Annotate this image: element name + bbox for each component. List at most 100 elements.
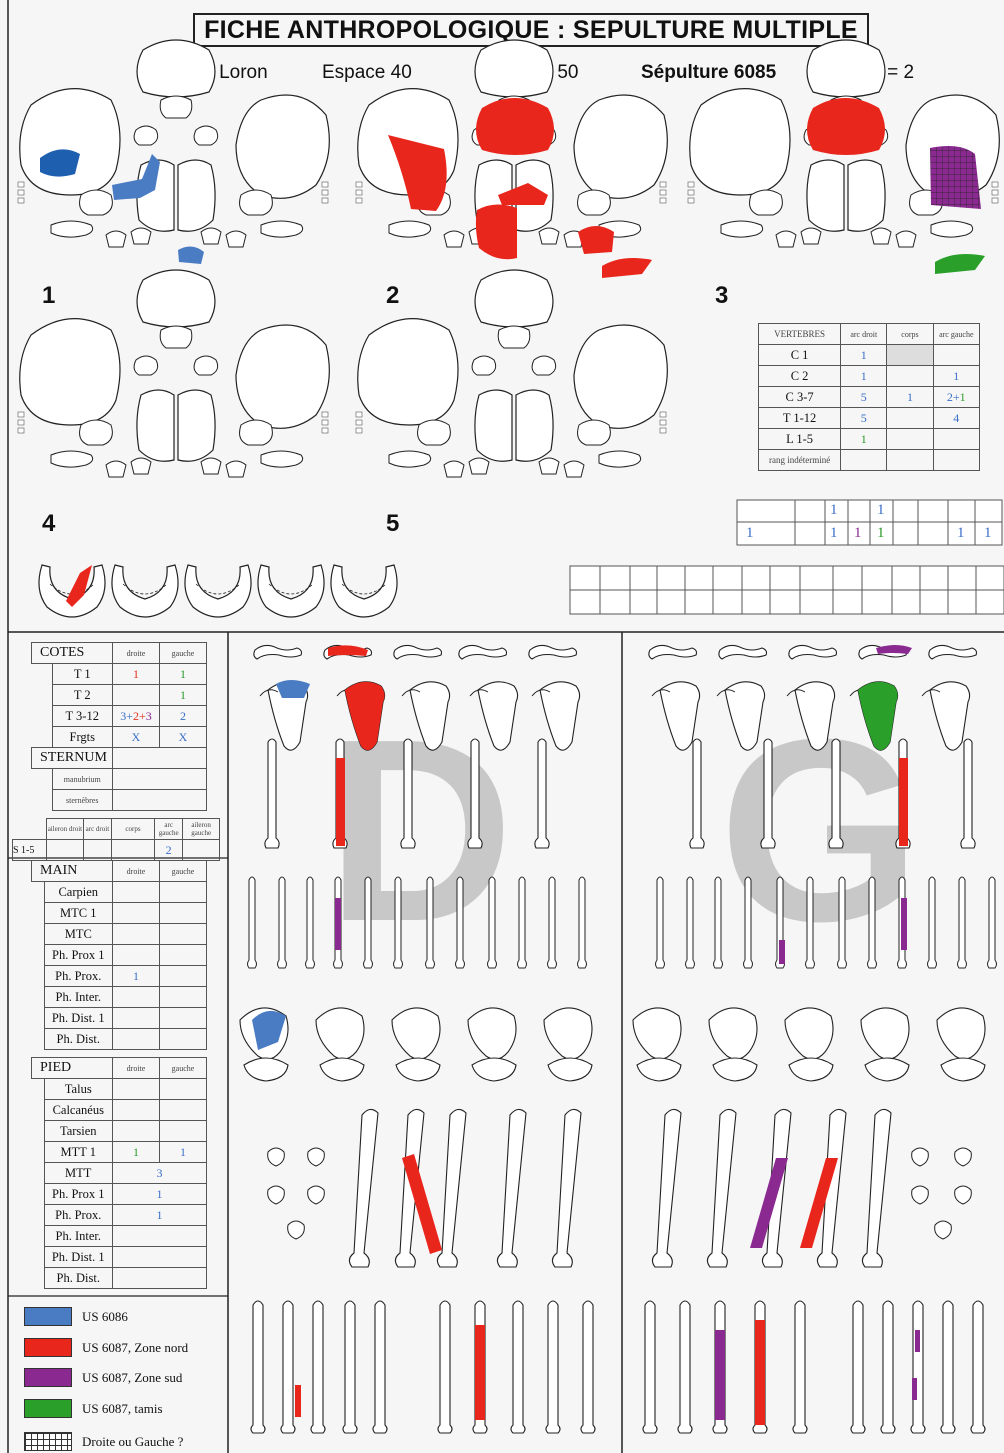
row-label: C 1 xyxy=(759,345,841,366)
legend-label: US 6087, tamis xyxy=(82,1401,163,1417)
cell: X xyxy=(160,727,207,748)
spacer xyxy=(32,706,53,727)
cell xyxy=(933,345,979,366)
cell: X xyxy=(113,727,160,748)
humerus-red-right xyxy=(336,758,345,846)
skull-number-5: 5 xyxy=(386,510,399,538)
cell: 1 xyxy=(160,685,207,706)
cell: 1 xyxy=(841,345,887,366)
row-label: Ph. Prox 1 xyxy=(44,1184,113,1205)
cell xyxy=(113,1247,207,1268)
cell xyxy=(112,840,155,861)
sacrum-bottom-2: 1 xyxy=(830,525,838,542)
clavicles-right xyxy=(254,645,577,659)
mandible-5 xyxy=(331,565,397,617)
cell xyxy=(113,945,160,966)
droite-header: droite xyxy=(113,861,160,882)
skull3-green-mand xyxy=(935,254,985,274)
row-label: Tarsien xyxy=(44,1121,113,1142)
cell-part: 2+ xyxy=(947,390,960,404)
cell: 1 xyxy=(113,1205,207,1226)
legend-swatch-purple xyxy=(24,1368,72,1387)
cell xyxy=(887,429,933,450)
arc-gauche-header: arc gauche xyxy=(933,324,979,345)
sacrum-bottom-1: 1 xyxy=(746,525,754,542)
legend-swatch-red xyxy=(24,1338,72,1357)
cell: 1 xyxy=(160,664,207,685)
cell xyxy=(887,408,933,429)
cell-part: 3 xyxy=(146,709,152,723)
spacer xyxy=(32,1268,45,1289)
spacer xyxy=(32,924,45,945)
cell: 3+2+3 xyxy=(113,706,160,727)
cotes-header: COTES xyxy=(32,643,113,664)
hips-left xyxy=(633,1008,985,1081)
gauche-header: gauche xyxy=(160,1058,207,1079)
cell xyxy=(160,882,207,903)
cell xyxy=(160,945,207,966)
spacer xyxy=(32,966,45,987)
row-label: MTT 1 xyxy=(44,1142,113,1163)
spacer xyxy=(32,987,45,1008)
skull2-red-top xyxy=(476,98,554,155)
legend-item-droite-ou-gauche: Droite ou Gauche ? xyxy=(24,1432,183,1451)
row-label: Ph. Inter. xyxy=(44,1226,113,1247)
row-label: Talus xyxy=(44,1079,113,1100)
cell xyxy=(113,903,160,924)
spacer xyxy=(32,1142,45,1163)
sacrum-bottom-4: 1 xyxy=(877,525,885,542)
cell xyxy=(113,882,160,903)
tibias-right xyxy=(251,1301,595,1433)
cell xyxy=(933,450,979,471)
patellae-right xyxy=(268,1148,325,1239)
spacer xyxy=(32,903,45,924)
sternum-header: STERNUM xyxy=(32,748,113,769)
sub-header: arc droit xyxy=(83,819,111,840)
cell xyxy=(113,1029,160,1050)
sacrum-bottom-3: 1 xyxy=(854,525,862,542)
row-label: rang indéterminé xyxy=(759,450,841,471)
legend-swatch-grid xyxy=(24,1432,72,1451)
droite-header: droite xyxy=(113,643,160,664)
forearm-purple-left-a xyxy=(779,940,785,964)
row-label: Ph. Dist. xyxy=(44,1268,113,1289)
cell xyxy=(160,1100,207,1121)
legend-swatch-green xyxy=(24,1399,72,1418)
cell xyxy=(160,1121,207,1142)
cell: 1 xyxy=(841,429,887,450)
legend-label: Droite ou Gauche ? xyxy=(82,1434,183,1450)
cell xyxy=(933,429,979,450)
row-label: L 1-5 xyxy=(759,429,841,450)
spacer xyxy=(32,790,53,811)
row-label: MTC xyxy=(44,924,113,945)
sacrum-bottom-6: 1 xyxy=(984,525,992,542)
row-label: Ph. Prox. xyxy=(44,966,113,987)
cell xyxy=(113,1100,160,1121)
cell-part: 1 xyxy=(960,390,966,404)
cell xyxy=(113,987,160,1008)
cell: 2 xyxy=(155,840,183,861)
sub-header: aileron gauche xyxy=(183,819,220,840)
skull-number-4: 4 xyxy=(42,510,55,538)
cell xyxy=(113,1121,160,1142)
mandible-4 xyxy=(258,565,324,617)
cell xyxy=(160,903,207,924)
spacer xyxy=(32,1029,45,1050)
cell: 1 xyxy=(113,966,160,987)
cell xyxy=(887,450,933,471)
skull-diagram-5 xyxy=(356,270,667,477)
cell: 5 xyxy=(841,408,887,429)
spacer xyxy=(32,1247,45,1268)
row-label: MTC 1 xyxy=(44,903,113,924)
cell xyxy=(113,769,207,790)
tibia-red-right-b xyxy=(475,1325,485,1420)
spacer xyxy=(13,819,47,840)
sternum-sub-table: aileron droit arc droit corps arc gauche… xyxy=(12,818,220,861)
legend-label: US 6086 xyxy=(82,1309,128,1325)
cell xyxy=(160,1029,207,1050)
cell: 4 xyxy=(933,408,979,429)
sacrum-top-2: 1 xyxy=(877,502,885,519)
forearm-purple-left-b xyxy=(901,898,907,950)
sub-header: arc gauche xyxy=(155,819,183,840)
